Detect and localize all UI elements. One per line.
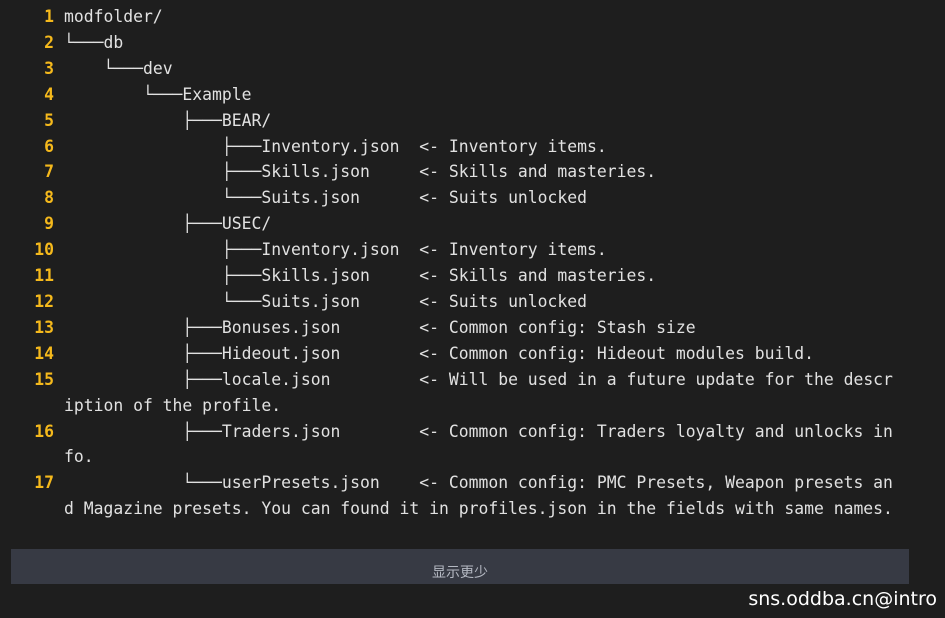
line-number: 12 xyxy=(34,291,54,311)
line-text: └───db xyxy=(64,32,124,52)
code-line: 4 └───Example xyxy=(0,82,945,108)
line-number: 5 xyxy=(44,110,54,130)
line-text: ├───Bonuses.json <- Common config: Stash… xyxy=(64,317,696,337)
line-text: └───Example xyxy=(64,84,252,104)
line-number: 13 xyxy=(34,317,54,337)
line-text: ├───USEC/ xyxy=(64,214,272,234)
code-line: 11 ├───Skills.json <- Skills and masteri… xyxy=(0,263,945,289)
line-text: ├───Skills.json <- Skills and masteries. xyxy=(64,162,657,182)
line-number: 8 xyxy=(44,188,54,208)
line-number: 7 xyxy=(44,162,54,182)
code-line: 17 └───userPresets.json <- Common config… xyxy=(0,470,945,522)
line-number: 15 xyxy=(34,369,54,389)
code-line: 9 ├───USEC/ xyxy=(0,211,945,237)
code-line: 13 ├───Bonuses.json <- Common config: St… xyxy=(0,315,945,341)
code-line: 10 ├───Inventory.json <- Inventory items… xyxy=(0,237,945,263)
line-text: ├───Traders.json <- Common config: Trade… xyxy=(64,421,893,467)
line-number: 17 xyxy=(34,473,54,493)
code-line: 6 ├───Inventory.json <- Inventory items. xyxy=(0,134,945,160)
code-line: 8 └───Suits.json <- Suits unlocked xyxy=(0,185,945,211)
line-text: ├───Hideout.json <- Common config: Hideo… xyxy=(64,343,814,363)
code-line: 1 modfolder/ xyxy=(0,4,945,30)
line-number: 10 xyxy=(34,240,54,260)
code-line: 14 ├───Hideout.json <- Common config: Hi… xyxy=(0,341,945,367)
line-number: 6 xyxy=(44,136,54,156)
line-number: 3 xyxy=(44,58,54,78)
line-text: modfolder/ xyxy=(64,7,163,26)
line-text: └───Suits.json <- Suits unlocked xyxy=(64,188,588,208)
show-less-button[interactable]: 显示更少 xyxy=(11,549,909,584)
code-line: 15 ├───locale.json <- Will be used in a … xyxy=(0,367,945,419)
line-number: 9 xyxy=(44,214,54,234)
code-line: 7 ├───Skills.json <- Skills and masterie… xyxy=(0,159,945,185)
code-line: 2 └───db xyxy=(0,30,945,56)
line-number: 4 xyxy=(44,84,54,104)
code-line: 12 └───Suits.json <- Suits unlocked xyxy=(0,289,945,315)
show-less-label: 显示更少 xyxy=(432,565,488,581)
code-line: 16 ├───Traders.json <- Common config: Tr… xyxy=(0,419,945,471)
line-text: ├───Inventory.json <- Inventory items. xyxy=(64,136,607,156)
code-line: 3 └───dev xyxy=(0,56,945,82)
line-text: ├───Inventory.json <- Inventory items. xyxy=(64,240,607,260)
line-number: 14 xyxy=(34,343,54,363)
line-number: 2 xyxy=(44,32,54,52)
line-text: └───Suits.json <- Suits unlocked xyxy=(64,291,588,311)
code-line: 5 ├───BEAR/ xyxy=(0,108,945,134)
line-number: 1 xyxy=(44,7,54,26)
watermark-text: sns.oddba.cn@intro xyxy=(748,588,937,610)
line-text: ├───locale.json <- Will be used in a fut… xyxy=(64,369,893,415)
line-text: └───dev xyxy=(64,58,173,78)
line-text: └───userPresets.json <- Common config: P… xyxy=(64,473,893,519)
line-number: 11 xyxy=(34,266,54,286)
line-number: 16 xyxy=(34,421,54,441)
line-text: ├───BEAR/ xyxy=(64,110,272,130)
line-text: ├───Skills.json <- Skills and masteries. xyxy=(64,266,657,286)
